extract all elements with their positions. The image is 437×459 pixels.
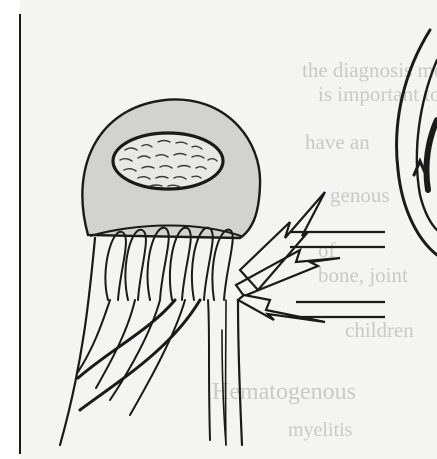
nutrient-vessels (78, 300, 226, 445)
capillary-loops (105, 228, 232, 300)
arrow-shafts (290, 232, 385, 317)
bone-shaft (60, 238, 242, 445)
adjacent-figure-fragment (397, 30, 437, 255)
